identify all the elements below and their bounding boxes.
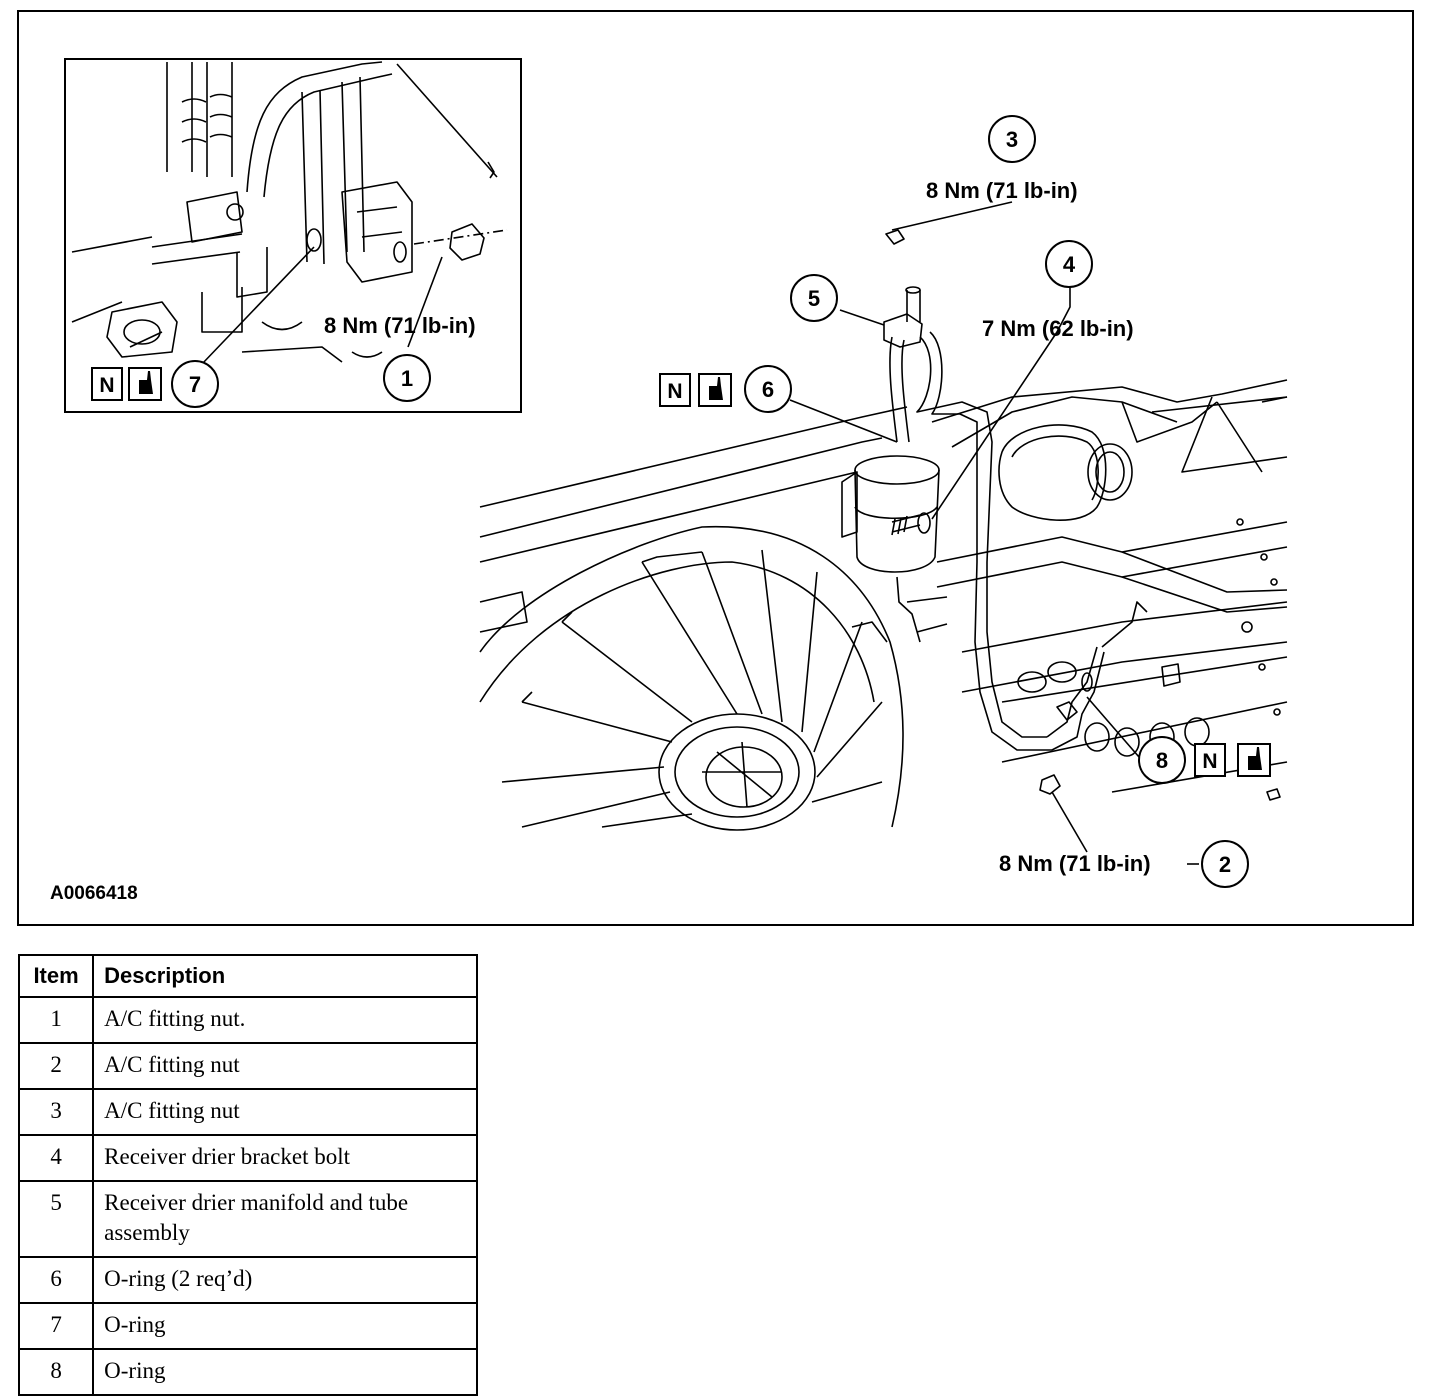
torque-label-3: 8 Nm (71 lb-in) xyxy=(926,178,1078,203)
item-description: A/C fitting nut xyxy=(92,1088,478,1136)
figure-id: A0066418 xyxy=(50,883,138,904)
callout-1: 1 xyxy=(383,354,431,402)
table-row: 3 A/C fitting nut xyxy=(17,1088,478,1136)
oil-can-icon xyxy=(709,377,723,400)
torque-label-4: 7 Nm (62 lb-in) xyxy=(982,316,1134,341)
table-row: 6 O-ring (2 req’d) xyxy=(17,1256,478,1304)
callout-3-number: 3 xyxy=(1006,127,1018,152)
legend-header-row: Item Description xyxy=(17,954,478,998)
callout-6: 6 xyxy=(744,365,792,413)
table-row: 1 A/C fitting nut. xyxy=(17,996,478,1044)
oil-can-icon xyxy=(1248,747,1262,770)
torque-label-2: 8 Nm (71 lb-in) xyxy=(999,851,1151,876)
inset-symbols: N xyxy=(91,367,162,401)
callout-3: 3 xyxy=(988,115,1036,163)
main-assembly xyxy=(479,201,1288,865)
callout-8-symbols: N xyxy=(1194,743,1271,777)
callout-4: 4 xyxy=(1045,240,1093,288)
callout-8: 8 xyxy=(1138,736,1186,784)
item-column-header: Item xyxy=(17,954,95,998)
item-number: 4 xyxy=(17,1134,95,1182)
item-description: O-ring xyxy=(92,1302,478,1350)
item-description: Receiver drier manifold and tube assembl… xyxy=(92,1180,478,1258)
illustration-svg: 8 Nm (71 lb-in) 1 N 7 xyxy=(50,58,1288,904)
item-description: A/C fitting nut. xyxy=(92,996,478,1044)
service-illustration: 8 Nm (71 lb-in) 1 N 7 xyxy=(17,10,1414,926)
callout-5: 5 xyxy=(790,274,838,322)
description-column-header: Description xyxy=(92,954,478,998)
new-part-symbol-box xyxy=(91,367,123,401)
callout-6-number: 6 xyxy=(762,377,774,402)
table-row: 8 O-ring xyxy=(17,1348,478,1396)
oil-can-icon xyxy=(139,371,153,394)
callout-7: 7 xyxy=(171,360,219,408)
callout-4-number: 4 xyxy=(1063,252,1076,277)
inset-detail: 8 Nm (71 lb-in) 1 N 7 xyxy=(64,58,522,413)
callout-6-symbols: N xyxy=(659,373,732,407)
item-number: 2 xyxy=(17,1042,95,1090)
item-number: 1 xyxy=(17,996,95,1044)
parts-legend-table: Item Description 1 A/C fitting nut. 2 A/… xyxy=(17,954,478,1396)
callout-2-number: 2 xyxy=(1219,852,1231,877)
item-description: O-ring (2 req’d) xyxy=(92,1256,478,1304)
item-number: 5 xyxy=(17,1180,95,1258)
callout-5-number: 5 xyxy=(808,286,820,311)
new-part-symbol: N xyxy=(667,380,682,403)
table-row: 7 O-ring xyxy=(17,1302,478,1350)
item-number: 6 xyxy=(17,1256,95,1304)
new-part-symbol: N xyxy=(1202,750,1217,773)
item-number: 7 xyxy=(17,1302,95,1350)
item-number: 8 xyxy=(17,1348,95,1396)
table-row: 5 Receiver drier manifold and tube assem… xyxy=(17,1180,478,1258)
callout-1-number: 1 xyxy=(401,366,413,391)
item-description: A/C fitting nut xyxy=(92,1042,478,1090)
callout-2: 2 xyxy=(1201,840,1249,888)
item-description: O-ring xyxy=(92,1348,478,1396)
table-row: 2 A/C fitting nut xyxy=(17,1042,478,1090)
new-part-symbol: N xyxy=(99,374,114,397)
item-description: Receiver drier bracket bolt xyxy=(92,1134,478,1182)
item-number: 3 xyxy=(17,1088,95,1136)
callout-8-number: 8 xyxy=(1156,748,1168,773)
callout-7-number: 7 xyxy=(189,372,201,397)
inset-torque-label: 8 Nm (71 lb-in) xyxy=(324,313,476,338)
table-row: 4 Receiver drier bracket bolt xyxy=(17,1134,478,1182)
